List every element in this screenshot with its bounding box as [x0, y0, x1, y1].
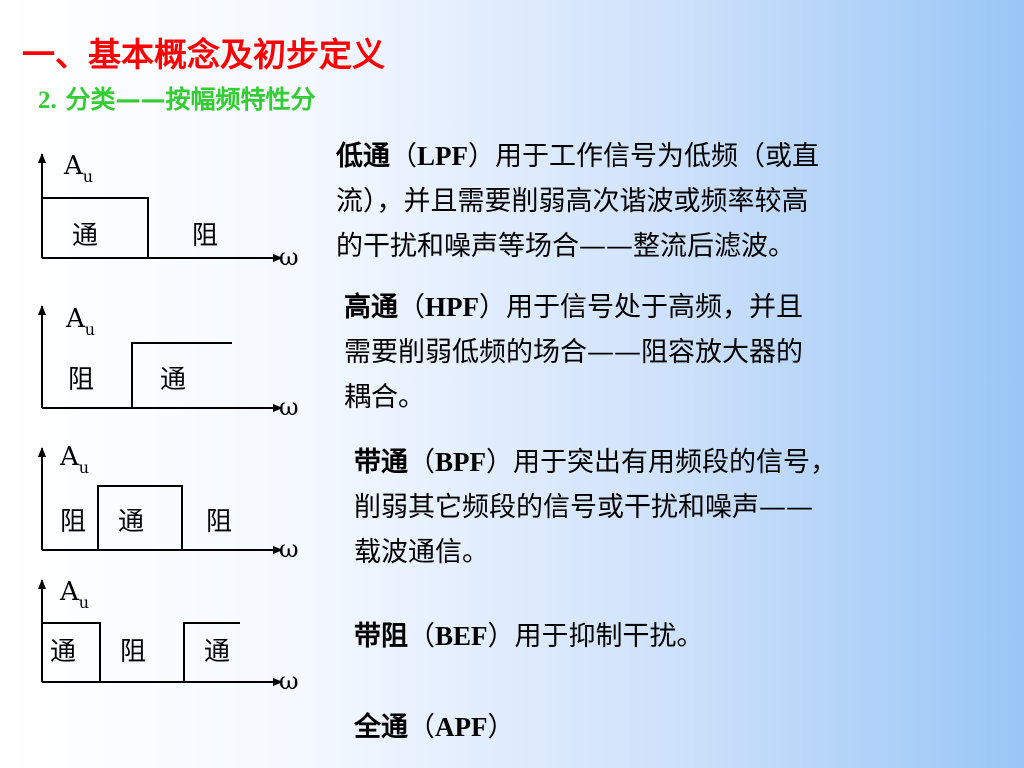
bpf-line-2: 削弱其它频段的信号或干扰和噪声——: [354, 492, 813, 523]
bpf-region-stop-low: 阻: [60, 507, 86, 537]
apf-name: 全通: [354, 712, 408, 743]
bpf-diagram: Au ω 阻 通 阻: [38, 442, 299, 563]
frequency-response-diagrams: Au ω 通 阻 Au ω 阻 通 Au ω 阻 通 阻 Au ω 通 阻 通: [38, 151, 299, 695]
subtitle-text: 分类——按幅频特性分: [65, 85, 316, 114]
bpf-line-3: 载波通信。: [354, 537, 489, 568]
page-subtitle: 2. 分类——按幅频特性分: [38, 80, 315, 116]
hpf-region-stop: 阻: [68, 365, 94, 395]
bef-omega-label: ω: [279, 667, 299, 695]
lpf-region-stop: 阻: [192, 221, 218, 251]
lpf-response-line: [42, 197, 149, 258]
bpf-line-1: 带通（BPF）用于突出有用频段的信号，: [354, 447, 837, 478]
hpf-axis-label: Au: [65, 304, 95, 339]
apf-abbr: APF: [435, 712, 488, 742]
bpf-omega-label: ω: [279, 535, 299, 563]
hpf-diagram: Au ω 阻 通: [38, 304, 299, 421]
bef-abbr: BEF: [435, 621, 488, 651]
bef-diagram: Au ω 通 阻 通: [38, 577, 299, 695]
hpf-line-3: 耦合。: [344, 382, 425, 413]
bpf-response-line: [97, 485, 183, 550]
lpf-line-2: 流），并且需要削弱高次谐波或频率较高: [336, 186, 809, 217]
lpf-name: 低通: [336, 141, 390, 172]
bef-description: 带阻（BEF）用于抑制干扰。: [354, 614, 994, 659]
bef-name: 带阻: [354, 621, 408, 652]
hpf-omega-label: ω: [279, 393, 299, 421]
lpf-line-1: 低通（LPF）用于工作信号为低频（或直: [336, 141, 819, 172]
bpf-abbr: BPF: [435, 447, 486, 477]
lpf-description: 低通（LPF）用于工作信号为低频（或直 流），并且需要削弱高次谐波或频率较高 的…: [336, 134, 976, 269]
bef-region-pass-low: 通: [50, 637, 76, 667]
lpf-line-3: 的干扰和噪声等场合——整流后滤波。: [336, 231, 795, 262]
apf-description: 全通（APF）: [354, 705, 994, 750]
bef-response-line-high: [183, 622, 240, 682]
page-title: 一、基本概念及初步定义: [22, 35, 385, 74]
bef-line-1: 带阻（BEF）用于抑制干扰。: [354, 621, 704, 652]
bef-axis-label: Au: [59, 577, 89, 612]
apf-line-1: 全通（APF）: [354, 712, 515, 743]
subtitle-number: 2.: [38, 87, 57, 114]
lpf-abbr: LPF: [417, 141, 468, 171]
hpf-line-1: 高通（HPF）用于信号处于高频，并且: [344, 292, 803, 323]
lpf-region-pass: 通: [72, 221, 98, 251]
bef-response-line-low: [42, 622, 101, 682]
bpf-region-stop-high: 阻: [206, 507, 232, 537]
lpf-diagram: Au ω 通 阻: [38, 151, 299, 271]
bpf-name: 带通: [354, 447, 408, 478]
lpf-omega-label: ω: [279, 243, 299, 271]
bef-region-stop: 阻: [120, 637, 146, 667]
hpf-response-line: [131, 342, 232, 408]
bpf-axis-label: Au: [59, 442, 89, 477]
hpf-name: 高通: [344, 292, 398, 323]
hpf-region-pass: 通: [160, 365, 186, 395]
lpf-axis-label: Au: [63, 151, 93, 186]
bpf-region-pass: 通: [118, 507, 144, 537]
hpf-description: 高通（HPF）用于信号处于高频，并且 需要削弱低频的场合——阻容放大器的 耦合。: [344, 285, 984, 420]
bpf-description: 带通（BPF）用于突出有用频段的信号， 削弱其它频段的信号或干扰和噪声—— 载波…: [354, 440, 994, 575]
bef-region-pass-high: 通: [204, 637, 230, 667]
hpf-line-2: 需要削弱低频的场合——阻容放大器的: [344, 337, 803, 368]
hpf-abbr: HPF: [425, 292, 479, 322]
